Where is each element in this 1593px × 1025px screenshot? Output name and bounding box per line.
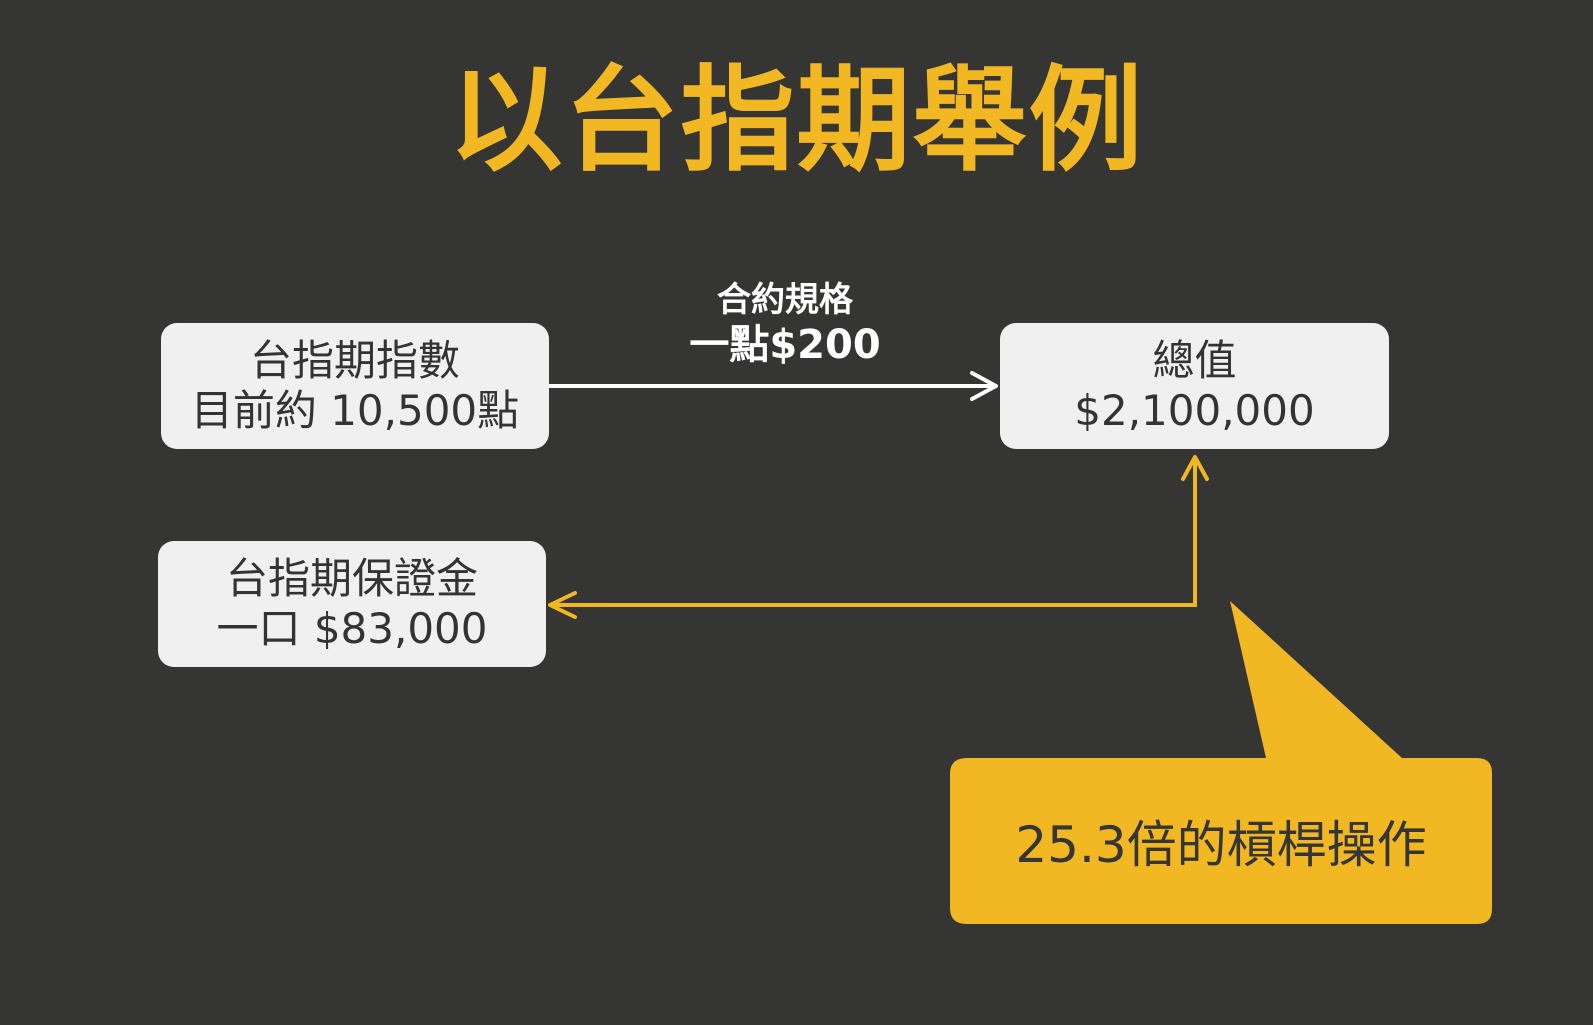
arrow-left-head <box>548 591 577 619</box>
edge-label-line2: 一點$200 <box>689 321 881 368</box>
node-index-title: 台指期指數 <box>249 335 460 385</box>
node-margin-value: 一口 $83,000 <box>216 604 488 653</box>
node-index: 台指期指數 目前約 10,500點 <box>161 323 549 449</box>
node-total-value: $2,100,000 <box>1074 386 1315 435</box>
page-title: 以台指期舉例 <box>448 54 1145 187</box>
arrow-up-head <box>1181 455 1209 481</box>
node-margin-title: 台指期保證金 <box>225 553 478 603</box>
arrow-index-to-total-head <box>970 371 998 401</box>
node-index-value: 目前約 10,500點 <box>190 386 520 435</box>
arrow-total-margin-elbow <box>550 457 1197 607</box>
callout-bubble <box>950 601 1492 924</box>
edge-label: 合約規格 一點$200 <box>670 280 900 369</box>
node-total-title: 總值 <box>1152 335 1237 385</box>
node-margin: 台指期保證金 一口 $83,000 <box>158 541 546 667</box>
node-total: 總值 $2,100,000 <box>1000 323 1389 449</box>
callout-text: 25.3倍的槓桿操作 <box>1015 816 1427 874</box>
edge-label-line1: 合約規格 <box>717 280 853 320</box>
